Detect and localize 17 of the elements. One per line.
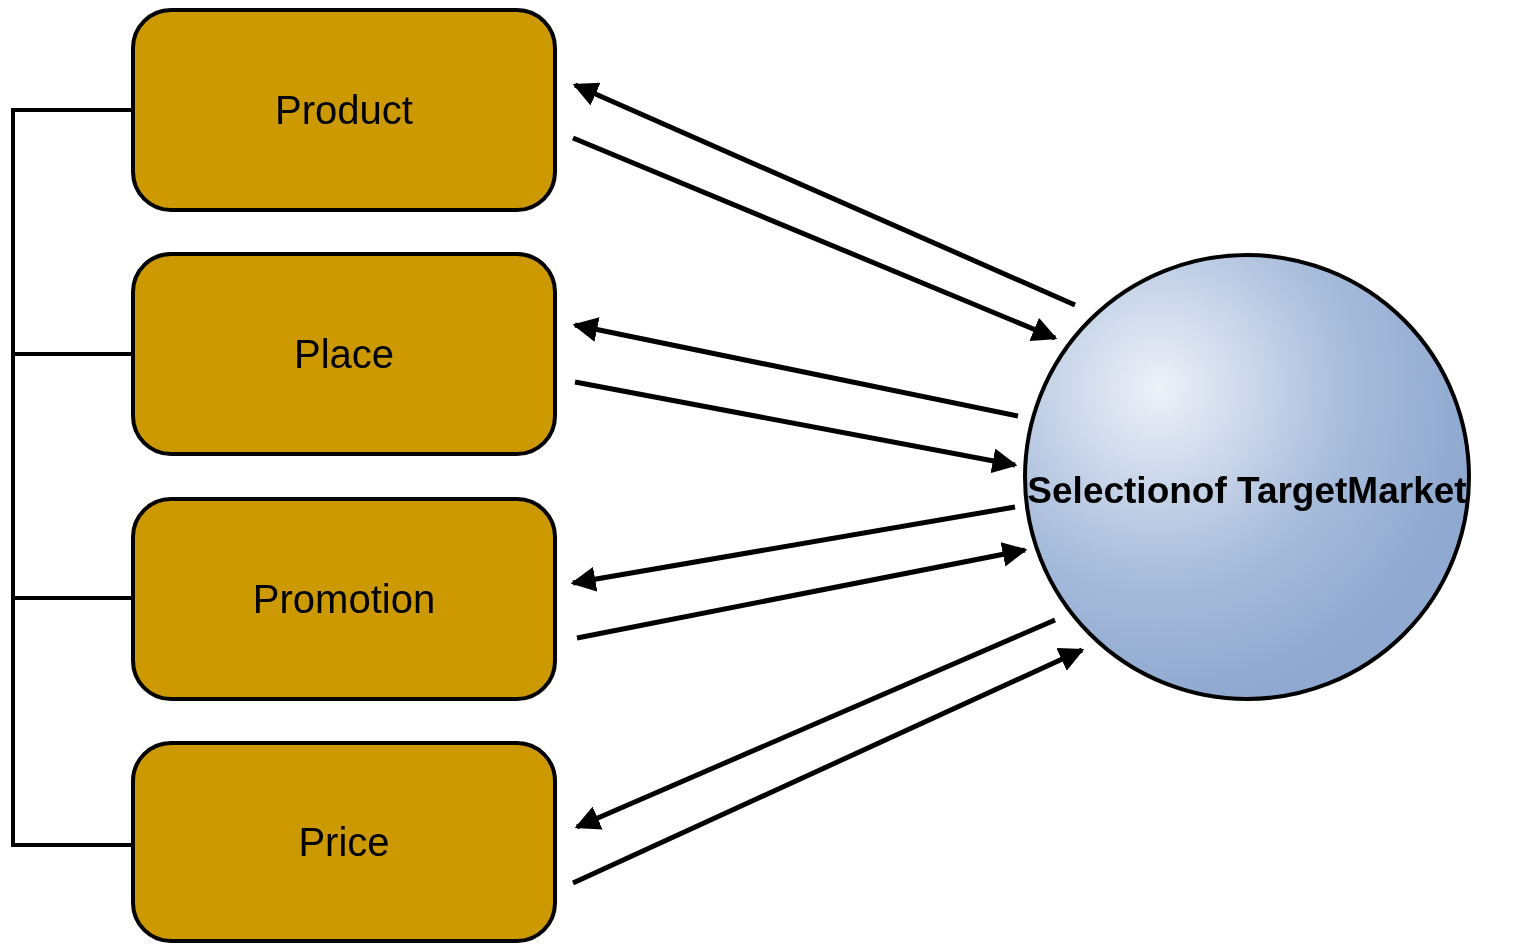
arrow — [574, 617, 1056, 830]
process-box — [131, 8, 557, 212]
box-label: Place — [293, 331, 395, 378]
box-label: Product — [275, 87, 413, 134]
arrow — [572, 82, 1076, 308]
arrow — [570, 504, 1016, 592]
box-label: Promotion — [252, 576, 436, 623]
process-box — [131, 497, 557, 701]
process-box — [131, 252, 557, 456]
circle-label: Selectionof TargetMarket — [1027, 469, 1467, 514]
arrow — [572, 135, 1058, 341]
arrow — [576, 542, 1028, 641]
arrow — [571, 647, 1085, 886]
arrow — [574, 379, 1018, 474]
arrow — [572, 317, 1019, 419]
box-label: Price — [298, 819, 390, 866]
process-box — [131, 741, 557, 943]
